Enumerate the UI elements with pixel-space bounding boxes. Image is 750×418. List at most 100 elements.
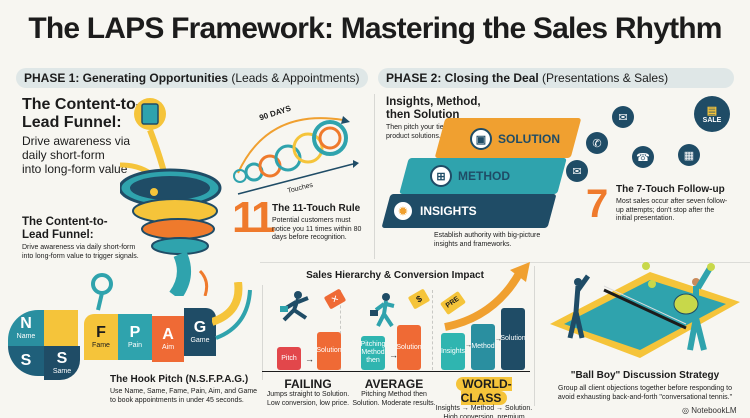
hook-segment-yellow xyxy=(44,310,78,346)
phase1-header: PHASE 1: Generating Opportunities (Leads… xyxy=(16,68,368,88)
funnel-main-block: The Content-to- Lead Funnel: Drive aware… xyxy=(22,96,172,176)
phase2-header: PHASE 2: Closing the Deal (Presentations… xyxy=(378,68,734,88)
arrow-icon: → xyxy=(465,342,472,349)
hook-icon xyxy=(91,273,113,311)
seven-touch-text-2: up attempts; don't stop after the xyxy=(616,206,715,214)
seven-touch-block: The 7-Touch Follow-up Most sales occur a… xyxy=(616,184,746,224)
cube-icon: ▣ xyxy=(470,128,492,150)
funnel-main-text-2: daily short-form xyxy=(22,148,105,162)
funnel-secondary-text-1: Drive awareness via daily short-form xyxy=(22,244,136,251)
step-insights: ✹INSIGHTS xyxy=(392,200,477,222)
step-method: ⊞METHOD xyxy=(430,165,510,187)
funnel-secondary-heading-1: The Content-to- xyxy=(22,216,108,228)
tennis-court-illustration xyxy=(550,262,740,358)
hook-pitch-block: The Hook Pitch (N.S.F.P.A.G.) Use Name, … xyxy=(110,374,270,405)
seven-number: 7 xyxy=(586,182,609,226)
hook-swoosh xyxy=(212,282,252,340)
walking-man-icon xyxy=(370,293,395,328)
arrow-icon: → xyxy=(305,354,314,364)
ims-heading-2: then Solution xyxy=(386,109,460,121)
ims-heading-1: Insights, Method, xyxy=(386,96,481,108)
ims-footer: Establish authority with big-picture ins… xyxy=(434,232,574,249)
phase-divider xyxy=(374,94,375,259)
leaping-man-icon xyxy=(280,291,309,322)
bar-average-method: Pitching Method then xyxy=(361,336,385,370)
tier-failing-title: FAILING xyxy=(284,377,332,391)
section-divider xyxy=(260,262,750,263)
hook-pitch-heading: The Hook Pitch (N.S.F.P.A.G.) xyxy=(110,374,249,385)
arrow-icon: → xyxy=(389,350,398,360)
ballboy-text-1: Group all client objections together bef… xyxy=(558,385,732,392)
step-solution: ▣SOLUTION xyxy=(470,128,560,150)
bar-worldclass-insights: Insights xyxy=(441,333,465,370)
funnel-secondary-block: The Content-to- Lead Funnel: Drive aware… xyxy=(22,216,172,261)
flowchart-icon: ⊞ xyxy=(430,165,452,187)
seven-touch-text-3: initial presentation. xyxy=(616,215,675,222)
funnel-main-heading-2: Lead Funnel: xyxy=(22,114,122,131)
arrow-icon: → xyxy=(495,336,502,343)
hook-pitch-text-1: Use Name, Same, Fame, Pain, Aim, and Gam… xyxy=(110,388,258,395)
funnel-secondary-text-2: into long-form value to trigger signals. xyxy=(22,252,139,260)
ballboy-text-2: avoid exhausting back-and-forth "convers… xyxy=(557,393,733,401)
funnel-illustration xyxy=(120,98,222,296)
phase2-label-bold: PHASE 2: Closing the Deal xyxy=(386,71,539,85)
watermark: ◎ NotebookLM xyxy=(682,406,737,415)
bar-average-solution: Solution xyxy=(396,325,422,370)
baseline xyxy=(262,371,530,372)
tier-failing: FAILING Jumps straight to Solution. Low … xyxy=(264,377,352,408)
notebooklm-icon: ◎ xyxy=(682,406,692,415)
email-open-icon: ✉ xyxy=(612,106,634,128)
email-icon: ✉ xyxy=(566,160,588,182)
funnel-secondary-heading-2: Lead Funnel: xyxy=(22,229,94,241)
tier-average: AVERAGE Pitching Method then Solution. M… xyxy=(350,377,438,408)
ballboy-block: "Ball Boy" Discussion Strategy Group all… xyxy=(540,370,750,402)
eleven-touch-heading: The 11-Touch Rule xyxy=(272,203,361,214)
bar-failing-solution: Solution xyxy=(316,332,342,370)
seven-touch-text-1: Most sales occur after seven follow- xyxy=(616,198,728,205)
ims-block: Insights, Method, then Solution Then pit… xyxy=(386,96,496,141)
receipt-icon: ▤ xyxy=(706,105,718,117)
hier-divider-1 xyxy=(340,290,341,370)
hook-pitch-text-2: to book appointments in under 45 seconds… xyxy=(110,396,244,404)
ballboy-divider xyxy=(534,266,535,406)
ims-text-1: Then pitch your tiered xyxy=(386,124,454,131)
phase1-label-rest: (Leads & Appointments) xyxy=(228,71,360,85)
whatsapp-icon: ✆ xyxy=(586,132,608,154)
eleven-touch-text-1: Potential customers must xyxy=(272,217,351,224)
bar-worldclass-solution: Solution xyxy=(500,308,526,370)
tier-worldclass-title: WORLD-CLASS xyxy=(456,377,512,405)
hierarchy-title: Sales Hierarchy & Conversion Impact xyxy=(306,270,484,281)
eleven-touch-text-3: days before recognition. xyxy=(272,234,347,241)
touches-illustration: 90 DAYS Touches xyxy=(233,104,359,195)
phone-icon: ☎ xyxy=(632,146,654,168)
hook-segment-s1: S xyxy=(8,346,44,376)
phase1-label-bold: PHASE 1: Generating Opportunities xyxy=(24,71,229,85)
calendar-icon: ▦ xyxy=(678,144,700,166)
touches-axis-label: Touches xyxy=(287,182,314,195)
arc-label: 90 DAYS xyxy=(258,104,292,123)
phase2-label-rest: (Presentations & Sales) xyxy=(538,71,669,85)
sale-badge: ▤SALE xyxy=(694,96,730,132)
seven-touch-heading: The 7-Touch Follow-up xyxy=(616,184,725,195)
funnel-main-heading-1: The Content-to- xyxy=(22,96,142,113)
ims-footer-1: Establish authority with big-picture xyxy=(434,232,541,239)
eleven-touch-text-2: notice you 11 times within 80 xyxy=(272,225,362,233)
tag-cross: ✕ xyxy=(323,288,347,310)
hier-divider-2 xyxy=(432,290,433,370)
bar-failing-pitch: Pitch xyxy=(277,347,301,370)
bar-worldclass-method: Method xyxy=(471,324,495,370)
tier-worldclass: WORLD-CLASS Insights → Method → Solution… xyxy=(435,377,533,418)
lightbulb-icon: ✹ xyxy=(392,200,414,222)
page-title: The LAPS Framework: Mastering the Sales … xyxy=(28,12,722,45)
ims-text-2: product solutions. xyxy=(386,132,441,140)
growth-arrow xyxy=(444,262,530,331)
hier-left-rule xyxy=(262,285,263,380)
tier-average-title: AVERAGE xyxy=(364,377,424,391)
eleven-number: 11 xyxy=(232,193,275,242)
